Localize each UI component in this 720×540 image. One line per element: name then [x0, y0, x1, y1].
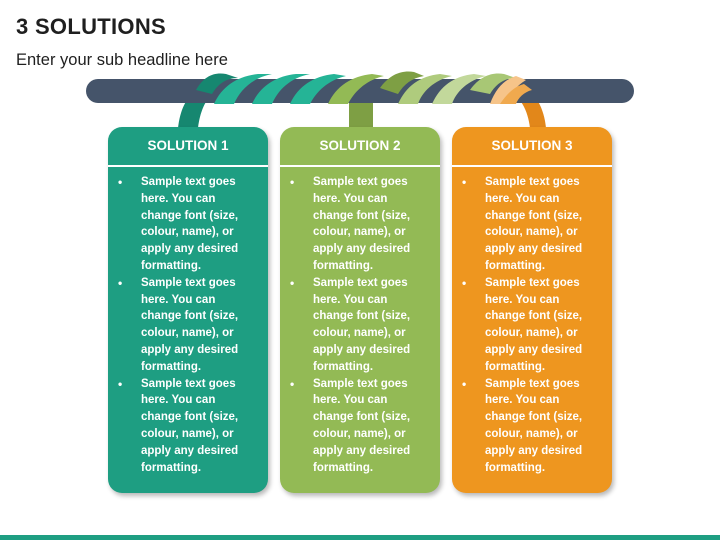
card-divider [452, 165, 612, 167]
page-title: 3 SOLUTIONS [16, 14, 166, 39]
solution-card-heading: SOLUTION 2 [319, 138, 401, 153]
green-ribbon-twist-3 [432, 74, 486, 104]
solution-card-heading: SOLUTION 1 [147, 138, 229, 153]
teal-ribbon-twist-2 [252, 74, 310, 104]
solution-card-heading: SOLUTION 3 [491, 138, 573, 153]
green-ribbon-back-2 [470, 73, 516, 94]
footer-accent-bar [0, 535, 720, 540]
card-divider [280, 165, 440, 167]
solution-card-3: SOLUTION 3 Sample text goes here. You ca… [452, 127, 612, 493]
bullet-item: Sample text goes here. You can change fo… [118, 275, 258, 376]
green-ribbon-twist-1 [328, 74, 384, 104]
bullet-item: Sample text goes here. You can change fo… [118, 376, 258, 477]
bullet-list: Sample text goes here. You can change fo… [280, 174, 440, 476]
solution-card-1: SOLUTION 1 Sample text goes here. You ca… [108, 127, 268, 493]
orange-ribbon-twist [490, 76, 526, 104]
bullet-list: Sample text goes here. You can change fo… [452, 174, 612, 476]
green-ribbon-back [380, 71, 424, 94]
bullet-item: Sample text goes here. You can change fo… [462, 275, 602, 376]
bullet-item: Sample text goes here. You can change fo… [290, 174, 430, 275]
orange-ribbon-fold [500, 84, 532, 104]
solution-card-2: SOLUTION 2 Sample text goes here. You ca… [280, 127, 440, 493]
bullet-item: Sample text goes here. You can change fo… [462, 174, 602, 275]
bullet-list: Sample text goes here. You can change fo… [108, 174, 268, 476]
bullet-item: Sample text goes here. You can change fo… [118, 174, 258, 275]
teal-ribbon-twist-3 [290, 74, 346, 104]
card-divider [108, 165, 268, 167]
page-subtitle: Enter your sub headline here [16, 51, 228, 69]
bullet-item: Sample text goes here. You can change fo… [462, 376, 602, 477]
teal-ribbon-back [196, 73, 238, 94]
bullet-item: Sample text goes here. You can change fo… [290, 275, 430, 376]
green-hanger-stem [349, 100, 373, 130]
bullet-item: Sample text goes here. You can change fo… [290, 376, 430, 477]
teal-ribbon-twist-1 [214, 74, 272, 104]
green-ribbon-twist-2 [398, 74, 452, 104]
